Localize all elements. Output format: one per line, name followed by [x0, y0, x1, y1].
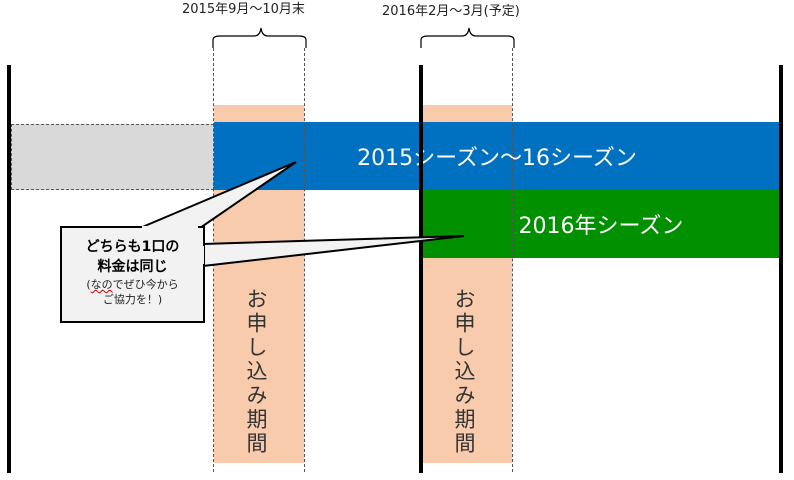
previous-season-box	[11, 124, 214, 190]
callout-note-prefix: (	[86, 278, 91, 291]
season-bar-2016: 2016年シーズン	[422, 190, 780, 258]
application-period-text-2015: お申し込み期間	[244, 288, 268, 456]
callout-seam-cover-top	[142, 226, 198, 230]
callout-note-rest: でぜひ今から	[112, 278, 179, 291]
callout-note-line-2: ご協力を！)	[102, 293, 163, 306]
timeline-right-boundary	[779, 65, 783, 473]
callout-seam-cover	[196, 246, 204, 264]
callout-line-1: どちらも1口の	[85, 239, 180, 255]
season-bar-2016-label: 2016年シーズン	[518, 214, 684, 239]
timeline-mid-boundary	[419, 65, 423, 473]
timeline-left-boundary	[7, 65, 11, 473]
period-brace-2016	[420, 27, 515, 48]
period-brace-2015	[212, 27, 307, 48]
season-bar-2015-16-label: 2015シーズン～16シーズン	[357, 146, 637, 171]
guide-line-2015-end	[304, 48, 305, 472]
period-label-2016: 2016年2月～3月(予定)	[382, 4, 520, 19]
period-label-2015: 2015年9月～10月末	[182, 2, 305, 17]
season-bar-2015-16: 2015シーズン～16シーズン	[214, 122, 780, 190]
callout-note-squiggle: なの	[90, 278, 113, 291]
callout-box: どちらも1口の 料金は同じ (なのでぜひ今から ご協力を！)	[60, 226, 205, 323]
guide-line-2016-end	[512, 48, 513, 472]
callout-note-line-1: (なのでぜひ今から	[62, 277, 203, 292]
callout-line-2: 料金は同じ	[97, 259, 168, 275]
application-period-text-2016: お申し込み期間	[452, 288, 476, 456]
